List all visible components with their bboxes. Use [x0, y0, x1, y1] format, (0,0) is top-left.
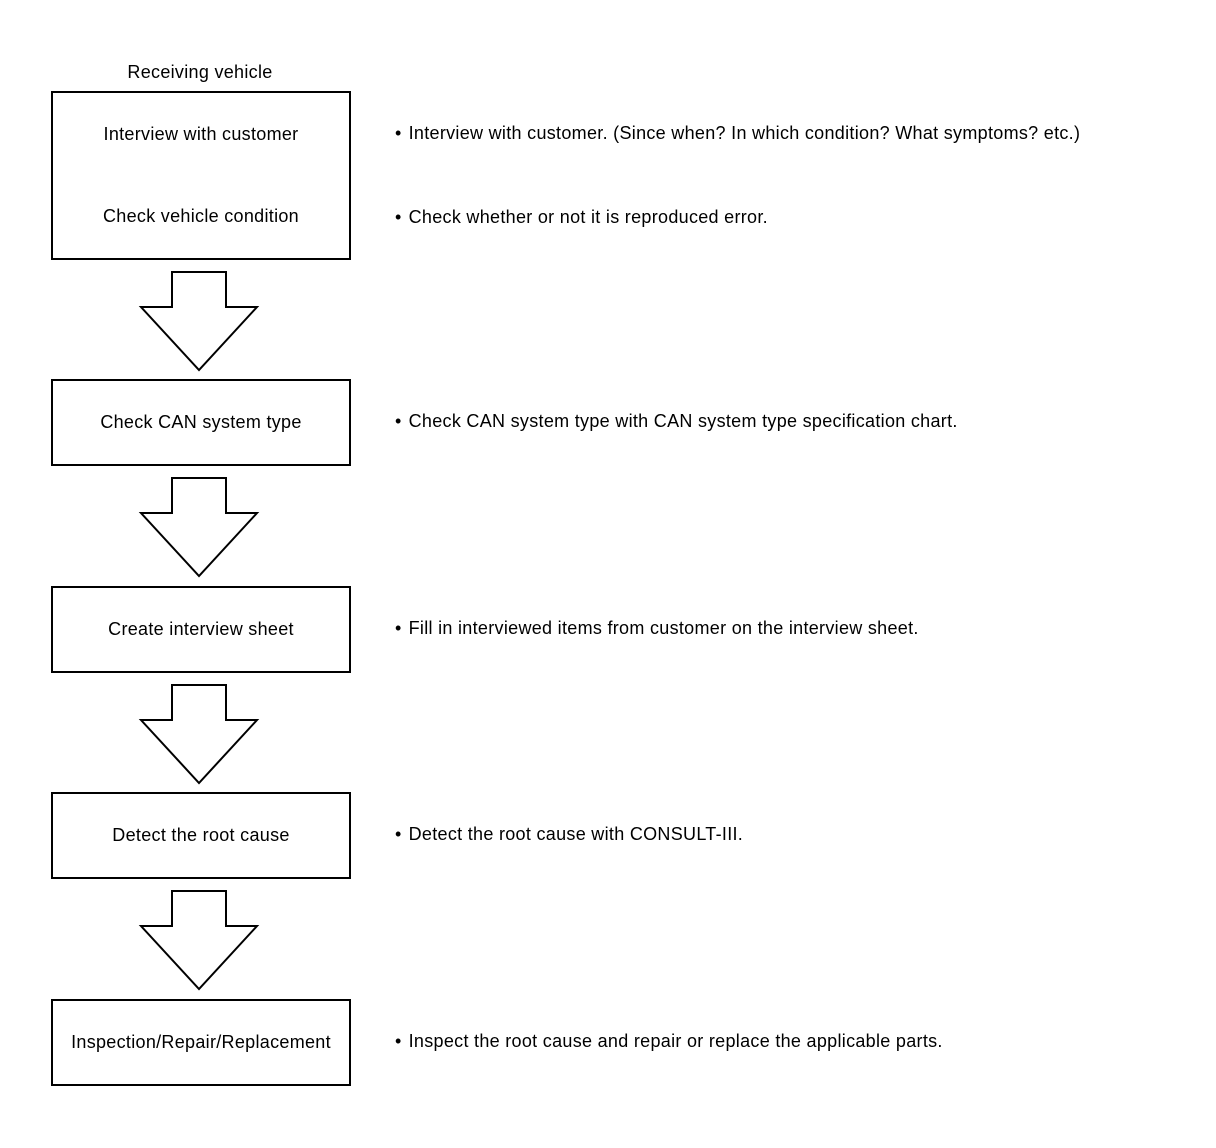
down-arrow-icon: [138, 271, 260, 372]
step-label: Create interview sheet: [108, 619, 294, 639]
down-arrow-icon: [138, 890, 260, 991]
bullet: •: [395, 411, 402, 431]
note-text: Check whether or not it is reproduced er…: [408, 207, 768, 227]
bullet: •: [395, 1031, 402, 1051]
step-label: Check vehicle condition: [102, 206, 299, 226]
note-text: Inspect the root cause and repair or rep…: [408, 1031, 943, 1051]
step-label: Detect the root cause: [112, 825, 290, 845]
note-text: Interview with customer. (Since when? In…: [408, 123, 1081, 143]
note-text: Detect the root cause with CONSULT-III.: [408, 824, 744, 844]
down-arrow-icon: [138, 684, 260, 785]
note-create-interview-sheet: • Fill in interviewed items from customer…: [395, 618, 919, 639]
note-text: Fill in interviewed items from customer …: [408, 618, 919, 638]
step-create-interview-sheet: Create interview sheet: [51, 586, 351, 673]
bullet: •: [395, 824, 402, 844]
step-label: Check CAN system type: [100, 412, 302, 432]
step-label: Inspection/Repair/Replacement: [71, 1032, 331, 1052]
start-label: Receiving vehicle: [127, 62, 273, 82]
bullet: •: [395, 207, 402, 227]
step-interview-with-customer: Interview with customer: [51, 91, 351, 178]
note-check-can-system-type: • Check CAN system type with CAN system t…: [395, 411, 958, 432]
note-detect-the-root-cause: • Detect the root cause with CONSULT-III.: [395, 824, 743, 845]
bullet: •: [395, 618, 402, 638]
step-inspection-repair-replacement: Inspection/Repair/Replacement: [51, 999, 351, 1086]
bullet: •: [395, 123, 402, 143]
note-text: Check CAN system type with CAN system ty…: [408, 411, 958, 431]
step-label: Interview with customer: [103, 124, 299, 144]
down-arrow-icon: [138, 477, 260, 578]
note-check-vehicle-condition: • Check whether or not it is reproduced e…: [395, 207, 768, 228]
step-check-vehicle-condition: Check vehicle condition: [51, 175, 351, 260]
step-check-can-system-type: Check CAN system type: [51, 379, 351, 466]
note-inspection-repair-replacement: • Inspect the root cause and repair or re…: [395, 1031, 943, 1052]
step-detect-the-root-cause: Detect the root cause: [51, 792, 351, 879]
note-interview-with-customer: • Interview with customer. (Since when? I…: [395, 123, 1080, 144]
